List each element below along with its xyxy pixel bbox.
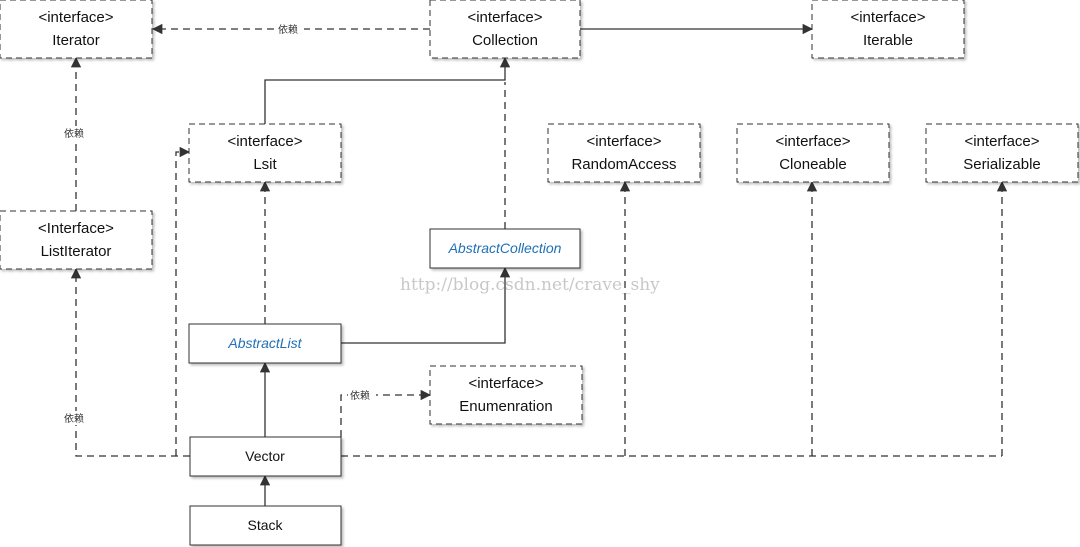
node-enumeration-stereotype: <interface> [468, 375, 543, 392]
node-random-access-stereotype: <interface> [586, 133, 661, 150]
node-lsit[interactable]: <interface> Lsit [188, 123, 342, 183]
node-abstract-list-name: AbstractList [227, 335, 302, 351]
node-abstract-collection-name: AbstractCollection [448, 240, 562, 256]
node-list-iterator-name: ListIterator [41, 243, 112, 260]
node-abstract-list[interactable]: AbstractList [188, 323, 342, 364]
edge-vector-enumeration [340, 389, 432, 437]
node-collection[interactable]: <interface> Collection [429, 0, 581, 59]
node-collection-stereotype: <interface> [467, 9, 542, 26]
watermark-text: http://blog.csdn.net/crave_shy [400, 275, 660, 295]
node-serializable[interactable]: <interface> Serializable [925, 123, 1079, 183]
node-enumeration[interactable]: <interface> Enumenration [429, 365, 583, 425]
edge-label-listiterator-iterator: 依赖 [64, 127, 84, 140]
edge-vector-listiterator [70, 267, 190, 457]
edge-label-vector-listiterator: 依赖 [64, 412, 84, 425]
node-stack-name: Stack [247, 517, 283, 533]
node-cloneable-name: Cloneable [779, 156, 847, 173]
node-serializable-stereotype: <interface> [964, 133, 1039, 150]
node-vector[interactable]: Vector [189, 436, 342, 477]
edge-abstractlist-abstractcollection [341, 266, 511, 344]
node-iterator-name: Iterator [52, 32, 100, 49]
node-enumeration-name: Enumenration [459, 398, 552, 415]
node-cloneable[interactable]: <interface> Cloneable [736, 123, 890, 183]
node-random-access-name: RandomAccess [571, 156, 676, 173]
node-lsit-name: Lsit [253, 156, 277, 173]
node-iterator[interactable]: <interface> Iterator [0, 0, 153, 59]
node-iterable-stereotype: <interface> [850, 9, 925, 26]
node-serializable-name: Serializable [963, 156, 1041, 173]
edge-label-collection-iterator: 依赖 [278, 23, 298, 36]
edge-vector-lsit [175, 146, 191, 456]
node-iterator-stereotype: <interface> [38, 9, 113, 26]
node-vector-name: Vector [245, 448, 285, 464]
node-collection-name: Collection [472, 32, 538, 49]
node-stack[interactable]: Stack [189, 505, 342, 546]
node-abstract-collection[interactable]: AbstractCollection [429, 228, 581, 269]
node-lsit-stereotype: <interface> [227, 133, 302, 150]
node-random-access[interactable]: <interface> RandomAccess [547, 123, 701, 183]
edge-label-vector-enumeration: 依赖 [350, 389, 370, 402]
edge-lsit-collection [264, 56, 511, 124]
node-list-iterator[interactable]: <Interface> ListIterator [0, 210, 153, 270]
node-list-iterator-stereotype: <Interface> [38, 220, 114, 237]
node-iterable-name: Iterable [863, 32, 913, 49]
node-cloneable-stereotype: <interface> [775, 133, 850, 150]
node-iterable[interactable]: <interface> Iterable [811, 0, 965, 59]
